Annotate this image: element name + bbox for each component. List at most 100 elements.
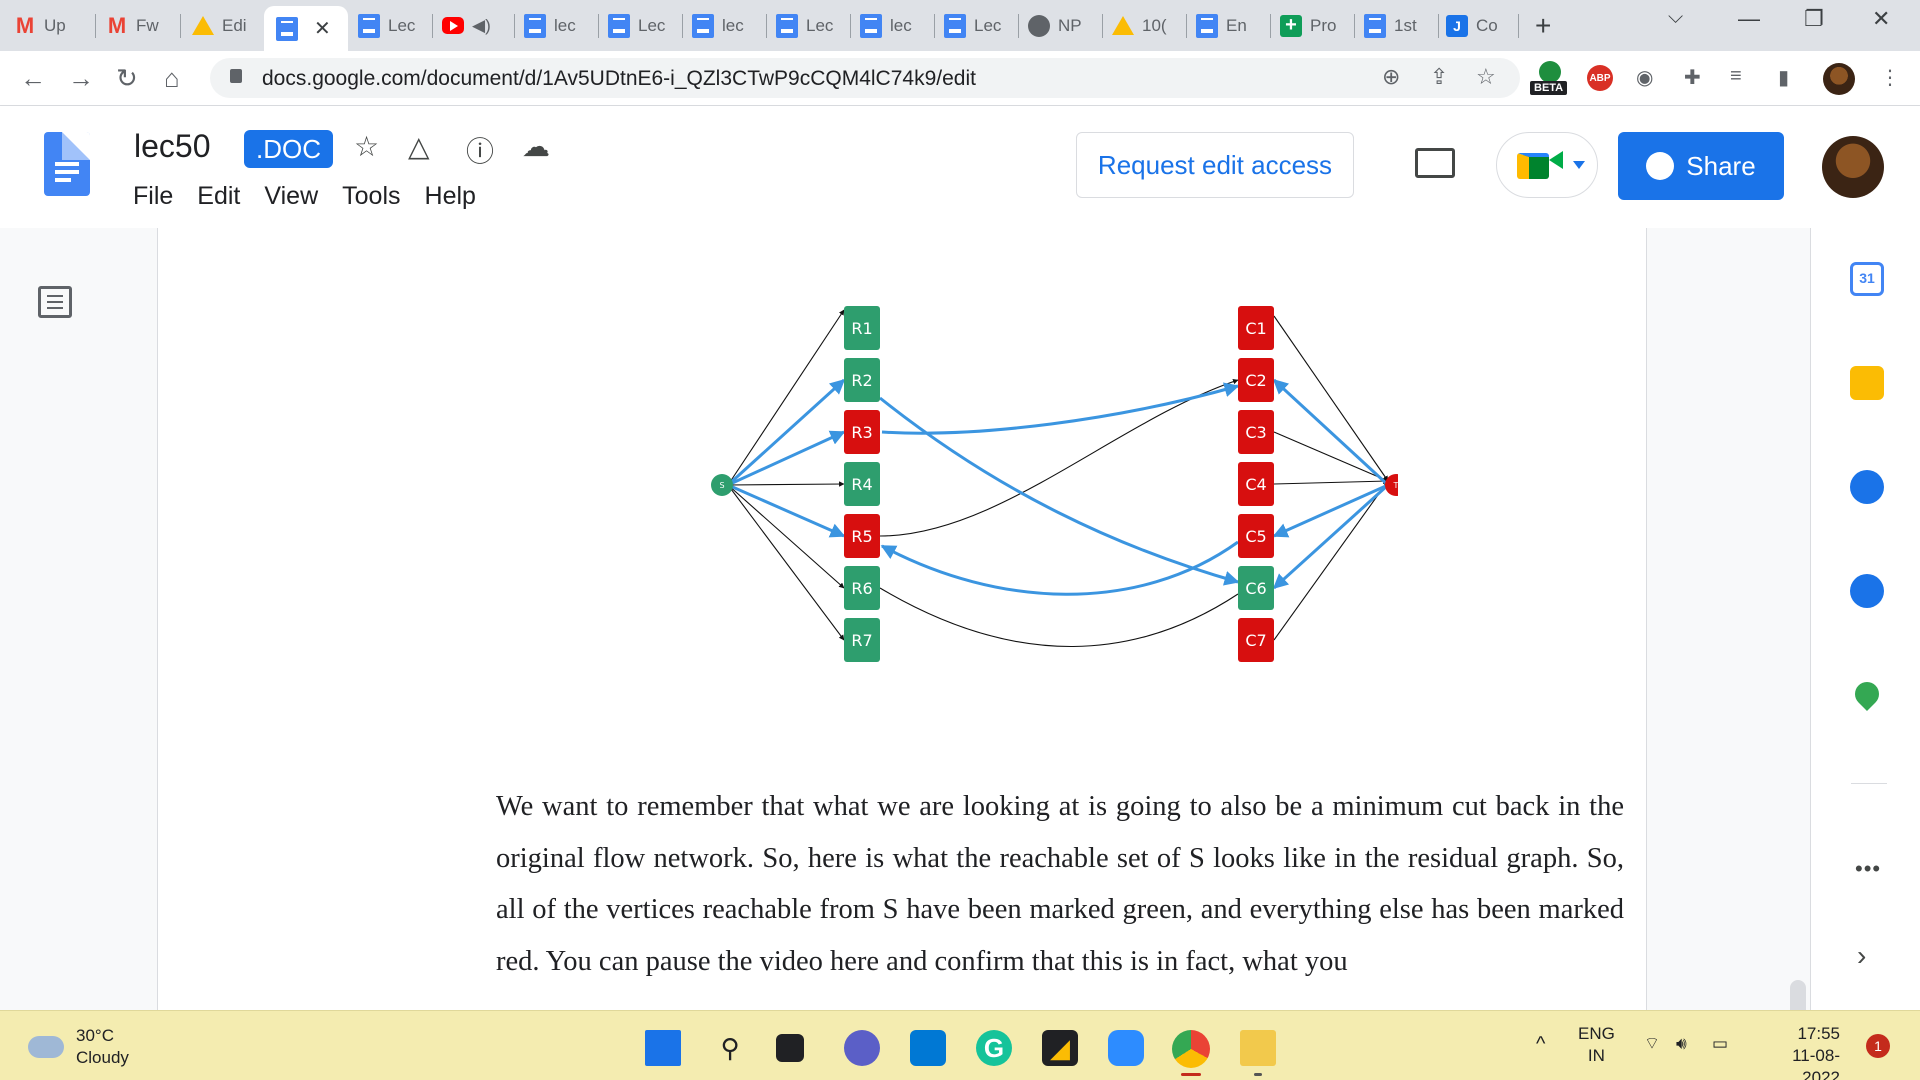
contacts-icon[interactable] [1850, 574, 1884, 608]
share-page-icon[interactable]: ⇪ [1430, 64, 1449, 89]
file-explorer-icon[interactable] [1240, 1030, 1276, 1066]
tab-search-icon[interactable]: ⌵ [1668, 6, 1684, 28]
meet-icon [1517, 153, 1549, 179]
menu-help[interactable]: Help [424, 182, 476, 210]
address-bar[interactable]: docs.google.com/document/d/1Av5UDtnE6-i_… [210, 58, 1520, 98]
wifi-icon[interactable]: ⌔ [1644, 1034, 1660, 1053]
side-panel-icon[interactable]: ▮ [1778, 67, 1790, 89]
zoom-icon[interactable]: ⊕ [1382, 64, 1401, 89]
forward-button[interactable]: → [68, 63, 94, 93]
keep-icon[interactable] [1850, 366, 1884, 400]
maps-icon[interactable] [1850, 677, 1884, 711]
browser-tab[interactable]: lec [692, 8, 758, 43]
browser-tab[interactable]: ◀) [442, 8, 512, 43]
chrome-icon[interactable] [1172, 1030, 1210, 1068]
task-view-icon[interactable] [776, 1034, 804, 1062]
browser-tab[interactable]: NP [1028, 8, 1094, 43]
media-control-icon[interactable]: ≡ [1730, 65, 1742, 87]
menu-edit[interactable]: Edit [197, 182, 241, 210]
adblock-plus-icon[interactable]: ABP [1587, 65, 1613, 91]
request-edit-access-button[interactable]: Request edit access [1076, 132, 1354, 198]
reload-button[interactable]: ↻ [116, 63, 138, 93]
browser-tab-active[interactable]: ✕ [264, 6, 348, 51]
windows-start-icon[interactable] [645, 1030, 681, 1066]
tasks-icon[interactable] [1850, 470, 1884, 504]
browser-tab[interactable]: Lec [358, 8, 426, 43]
residual-edge-c5-r5 [880, 540, 1239, 596]
close-window-button[interactable]: ✕ [1872, 6, 1891, 31]
body-paragraph[interactable]: We want to remember that what we are loo… [496, 791, 1624, 977]
browser-tab[interactable]: En [1196, 8, 1262, 43]
profile-avatar[interactable] [1823, 63, 1855, 95]
calendar-icon[interactable]: 31 [1850, 262, 1884, 296]
screen-recorder-icon[interactable]: ◉ [1636, 67, 1654, 89]
google-docs-icon [1196, 13, 1218, 38]
expand-panel-icon[interactable]: › [1857, 940, 1867, 971]
browser-tab[interactable]: Lec [776, 8, 842, 43]
google-docs-logo[interactable] [44, 132, 90, 196]
meet-button[interactable] [1496, 132, 1598, 198]
node-c4-label: C4 [1245, 475, 1266, 494]
microsoft-store-icon[interactable] [910, 1030, 946, 1066]
new-tab-button[interactable]: + [1535, 10, 1552, 41]
edge-c3-t [1273, 431, 1389, 482]
node-c3-label: C3 [1245, 423, 1266, 442]
back-button[interactable]: ← [20, 63, 46, 93]
edge-s-r4 [727, 481, 845, 487]
google-drive-icon [1112, 16, 1134, 35]
star-icon[interactable]: ☆ [354, 131, 380, 162]
menu-file[interactable]: File [133, 182, 174, 210]
document-title[interactable]: lec50 [134, 128, 211, 164]
home-button[interactable]: ⌂ [164, 63, 180, 93]
browser-tab[interactable]: lec [524, 8, 590, 43]
browser-tab[interactable]: lec [860, 8, 926, 43]
browser-tab[interactable]: +Pro [1280, 8, 1346, 43]
menu-view[interactable]: View [264, 182, 319, 210]
menu-tools[interactable]: Tools [342, 182, 401, 210]
comments-icon[interactable] [1415, 148, 1455, 178]
extensions-puzzle-icon[interactable]: ✚ [1684, 67, 1701, 89]
google-docs-icon [276, 16, 298, 41]
browser-tab[interactable]: 10( [1112, 8, 1178, 43]
teams-chat-icon[interactable] [844, 1030, 880, 1066]
browser-tab[interactable]: 1st [1364, 8, 1430, 43]
browser-tab[interactable]: Edi [192, 8, 258, 43]
cloud-saved-icon[interactable]: ☁ [522, 131, 550, 162]
add-shortcut-drive-icon[interactable]: △ [408, 131, 430, 162]
youtube-icon [442, 17, 464, 34]
minimize-button[interactable]: — [1738, 6, 1760, 31]
google-docs-icon [860, 13, 882, 38]
url-text[interactable]: docs.google.com/document/d/1Av5UDtnE6-i_… [262, 67, 976, 90]
share-button[interactable]: Share [1618, 132, 1784, 200]
sticky-notes-icon[interactable]: ◢ [1042, 1030, 1078, 1066]
close-tab-icon[interactable]: ✕ [314, 18, 331, 40]
document-outline-icon[interactable] [38, 286, 72, 318]
browser-tab[interactable]: Lec [944, 8, 1010, 43]
chevron-up-icon[interactable]: ^ [1536, 1033, 1546, 1055]
more-addons-icon[interactable]: ••• [1855, 856, 1882, 881]
google-docs-icon [1364, 13, 1386, 38]
residual-edge-c6-r2 [879, 396, 1240, 586]
extension-beta-icon[interactable]: BETA [1530, 59, 1570, 99]
account-avatar[interactable] [1822, 136, 1884, 198]
browser-tab[interactable]: Lec [608, 8, 674, 43]
info-icon[interactable]: ⓘ [466, 136, 495, 167]
browser-menu-icon[interactable]: ⋮ [1880, 67, 1900, 89]
grammarly-icon[interactable]: G [976, 1030, 1012, 1066]
volume-icon[interactable]: 🔊︎ [1676, 1034, 1687, 1053]
notification-badge[interactable]: 1 [1866, 1034, 1890, 1058]
search-icon[interactable]: ⚲ [720, 1032, 740, 1063]
bookmark-star-icon[interactable]: ☆ [1476, 64, 1496, 89]
zoom-app-icon[interactable] [1108, 1030, 1144, 1066]
restore-button[interactable]: ❐ [1804, 6, 1824, 31]
battery-icon[interactable]: ▭ [1712, 1034, 1729, 1053]
lock-icon[interactable] [230, 69, 242, 83]
audio-playing-icon[interactable]: ◀) [472, 15, 491, 35]
